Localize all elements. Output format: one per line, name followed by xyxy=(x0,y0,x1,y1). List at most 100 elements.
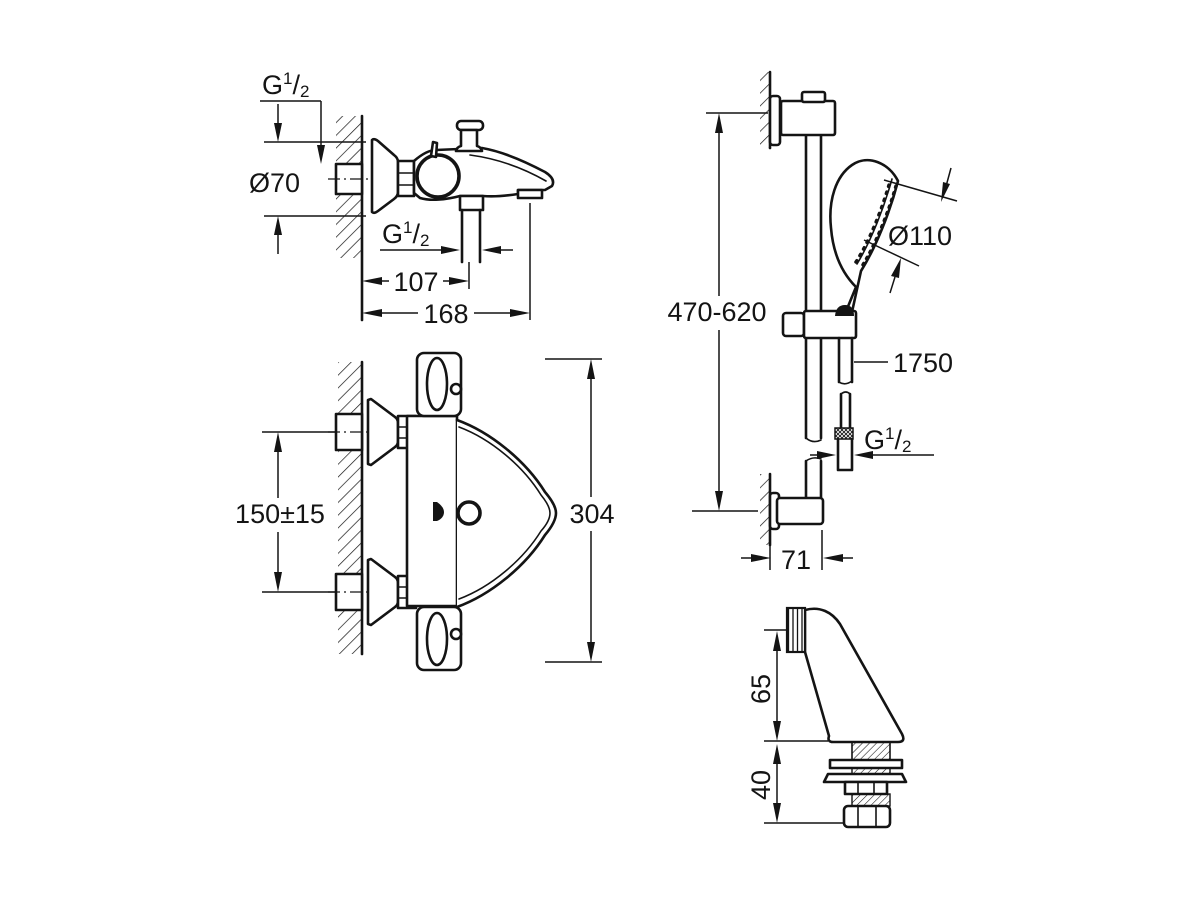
dim-height-above-deck: 65 xyxy=(746,674,776,704)
rail-break xyxy=(805,437,822,443)
dim-rail-range: 470-620 xyxy=(667,297,766,327)
spout-top-highlight xyxy=(469,154,547,182)
body-front-wing-inner xyxy=(458,426,551,600)
handle-knob xyxy=(415,153,461,199)
holder-fin xyxy=(803,607,905,744)
shower-outlet-block xyxy=(458,194,485,212)
dim-head-diameter: Ø110 xyxy=(888,221,952,251)
holder-body xyxy=(785,606,908,829)
arrowhead xyxy=(362,277,382,285)
body-front-wing xyxy=(455,418,558,609)
arrowhead xyxy=(941,182,950,202)
handle-button xyxy=(449,382,463,396)
handle-lever xyxy=(429,140,439,159)
arrowhead xyxy=(510,309,530,317)
ext-line xyxy=(863,239,920,267)
hose-break xyxy=(838,380,853,385)
dim-overall-width: 304 xyxy=(569,499,614,529)
arrowhead xyxy=(362,309,382,317)
dim-wall-thread: G1/2 xyxy=(262,69,309,101)
base-flange xyxy=(822,772,908,784)
dim-inlet-spacing: 150±15 xyxy=(235,499,325,529)
arrowhead xyxy=(482,246,501,254)
escutcheon-cone xyxy=(366,557,400,627)
view-bath-mixer-side: G1/2 Ø70 G1/2 107 168 xyxy=(249,69,555,329)
spray-face-dots xyxy=(859,184,898,270)
dim-wall-to-outlet: 107 xyxy=(393,267,438,297)
handle-grip-inset xyxy=(425,611,449,667)
dim-hose-length: 1750 xyxy=(893,348,953,378)
dim-wall-to-spout: 168 xyxy=(423,299,468,329)
dim-wall-to-rail: 71 xyxy=(781,545,811,575)
glide-holder-knob xyxy=(781,311,806,338)
arrowhead xyxy=(751,554,771,562)
washer xyxy=(828,758,904,770)
diverter-cap xyxy=(455,119,485,132)
arrowhead xyxy=(441,246,460,254)
arrowhead xyxy=(773,744,781,764)
top-escutcheon xyxy=(768,94,782,147)
threaded-stud xyxy=(851,741,891,761)
hand-shower xyxy=(829,159,900,472)
dim-flange-diameter: Ø70 xyxy=(249,168,300,198)
arrowhead xyxy=(773,631,781,651)
top-bracket xyxy=(779,99,837,137)
arrowhead xyxy=(817,451,836,459)
view-holder-detail: 65 40 xyxy=(746,606,908,829)
handle-grip-inset xyxy=(425,356,449,412)
arrowhead xyxy=(587,359,595,379)
handle-button xyxy=(449,627,463,641)
arrowhead xyxy=(274,123,282,142)
mixer-body-top xyxy=(328,351,558,672)
escutcheon-cone xyxy=(370,137,400,215)
arrowhead xyxy=(715,113,723,133)
arrowhead xyxy=(449,277,469,285)
arrowhead xyxy=(854,451,873,459)
handle-tip-in-holder xyxy=(835,305,854,316)
rail-break xyxy=(805,457,822,462)
bottom-bracket xyxy=(775,496,825,526)
hose-knurl-nut xyxy=(834,427,854,440)
view-shower-rail: 470-620 Ø110 1750 G1/2 71 xyxy=(667,70,958,575)
arrowhead xyxy=(274,216,282,235)
hex-section xyxy=(843,780,889,796)
arrowhead xyxy=(317,145,325,164)
ext-line xyxy=(883,179,958,202)
arrowhead xyxy=(773,803,781,823)
rail-assembly xyxy=(768,90,858,531)
mixer-body-slab xyxy=(405,414,459,608)
spout-outlet-mark xyxy=(433,502,444,521)
dim-hose-thread: G1/2 xyxy=(864,424,911,456)
mounting-nut xyxy=(842,804,892,829)
wall-hatch xyxy=(760,474,770,545)
spray-face-dots xyxy=(854,183,891,264)
arrowhead xyxy=(274,432,282,452)
diverter-button-top xyxy=(456,500,482,526)
dimensions-side-view: G1/2 Ø70 G1/2 107 168 xyxy=(249,69,531,329)
hose-end xyxy=(836,437,854,472)
escutcheon-cone xyxy=(366,397,400,467)
arrowhead xyxy=(891,258,901,278)
arrowhead xyxy=(823,554,843,562)
wall-hatch xyxy=(760,72,770,148)
mixer-body-side xyxy=(328,119,555,264)
view-mixer-top: 150±15 304 xyxy=(235,351,615,672)
hose-break xyxy=(840,391,851,395)
aerator xyxy=(516,188,544,200)
wall-section xyxy=(336,114,364,322)
dimensions-top-view: 150±15 304 xyxy=(235,358,615,663)
arrowhead xyxy=(587,642,595,662)
dim-depth-below-deck: 40 xyxy=(746,770,776,800)
arrowhead xyxy=(773,721,781,741)
glide-holder xyxy=(802,309,858,340)
dimensions-holder: 65 40 xyxy=(746,629,844,824)
rail-end-cap xyxy=(800,90,827,104)
dimensions-rail: 470-620 Ø110 1750 G1/2 71 xyxy=(667,112,958,575)
arrowhead xyxy=(274,572,282,592)
hex-nut xyxy=(396,159,416,198)
arrowhead xyxy=(715,491,723,511)
dim-outlet-thread: G1/2 xyxy=(382,218,429,250)
outlet-tube xyxy=(785,606,807,654)
